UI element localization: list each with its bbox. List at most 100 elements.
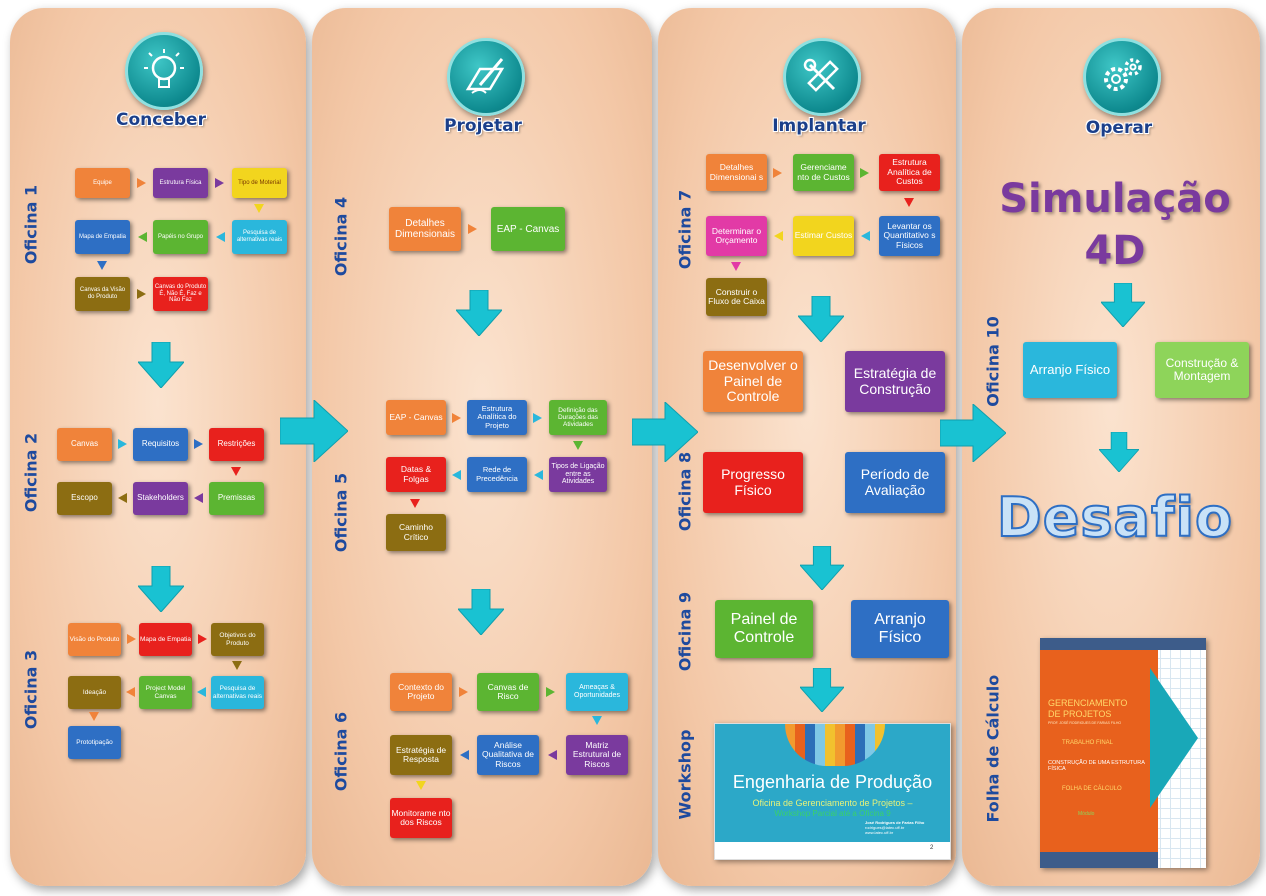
phase-title-conceber: Conceber [116, 110, 206, 130]
o1-equipe: Equipe [75, 168, 130, 198]
o5-estrutura-analitica: Estrutura Analítica do Projeto [467, 400, 527, 435]
doc-orange-panel [1040, 650, 1158, 868]
big-down-arrow [458, 589, 504, 635]
simulacao-title: Simulação [999, 176, 1231, 222]
arrow-right [198, 634, 207, 644]
arrow-right [118, 439, 127, 449]
o1-estrutura-fisica: Estrutura Física [153, 168, 208, 198]
o6-estrategia-resposta: Estratégia de Resposta [390, 735, 452, 775]
arrow-down [731, 262, 741, 271]
o7-determinar-orcamento: Determinar o Orçamento [706, 216, 767, 256]
arrow-down [254, 204, 264, 213]
o7-construir-fluxo-caixa: Construir o Fluxo de Caixa [706, 278, 767, 316]
o6-analise-qualitativa: Análise Qualitativa de Riscos [477, 735, 539, 775]
arrow-down [89, 712, 99, 721]
o9-arranjo-fisico: Arranjo Físico [851, 600, 949, 658]
workshop-label: Workshop [675, 729, 695, 820]
o2-premissas: Premissas [209, 482, 264, 515]
oficina-7-label: Oficina 7 [675, 189, 695, 270]
arrow-right [468, 224, 477, 234]
o6-monitoramento-riscos: Monitorame nto dos Riscos [390, 798, 452, 838]
desafio-title: Desafio [996, 485, 1234, 550]
arrow-down [592, 716, 602, 725]
arrow-right [773, 168, 782, 178]
doc-construcao: CONSTRUÇÃO DE UMA ESTRUTURA FÍSICA [1048, 760, 1145, 772]
oficina-2-label: Oficina 2 [21, 432, 41, 513]
phase-title-projetar: Projetar [444, 116, 522, 136]
o7-gerenciamento-custos: Gerenciame nto de Custos [793, 154, 854, 191]
arrow-left [118, 493, 127, 503]
phase-title-implantar: Implantar [772, 116, 866, 136]
arrow-left [548, 750, 557, 760]
o7-detalhes-dimensionais: Detalhes Dimensionai s [706, 154, 767, 191]
arrow-down [232, 661, 242, 670]
oficina-9-label: Oficina 9 [675, 591, 695, 672]
o4-eap-canvas: EAP - Canvas [491, 207, 565, 251]
big-down-arrow [800, 546, 844, 590]
oficina-3-label: Oficina 3 [21, 649, 41, 730]
arrow-left [460, 750, 469, 760]
doc-folha: FOLHA DE CÁLCULO [1062, 786, 1122, 792]
o6-contexto-projeto: Contexto do Projeto [390, 673, 452, 711]
o1-mapa-empatia: Mapa de Empatia [75, 220, 130, 254]
oficina-10-label: Oficina 10 [983, 316, 1003, 407]
arrow-right [452, 413, 461, 423]
big-right-arrow [940, 404, 1006, 462]
tools-icon [783, 38, 861, 116]
arrow-left [774, 231, 783, 241]
arrow-right [137, 289, 146, 299]
o5-eap-canvas: EAP - Canvas [386, 400, 446, 435]
o2-escopo: Escopo [57, 482, 112, 515]
o3-mapa-empatia: Mapa de Empatia [139, 623, 192, 656]
o3-project-model-canvas: Project Model Canvas [139, 676, 192, 709]
slide-footer [715, 842, 950, 859]
slide-subtitle: Oficina de Gerenciamento de Projetos – [752, 798, 913, 808]
o5-tipos-ligacao: Tipos de Ligação entre as Atividades [549, 457, 607, 492]
o2-requisitos: Requisitos [133, 428, 188, 461]
arrow-right [533, 413, 542, 423]
arrow-right [194, 439, 203, 449]
arrow-left [197, 687, 206, 697]
arrow-down [573, 441, 583, 450]
gears-icon [1083, 38, 1161, 116]
oficina-6-label: Oficina 6 [331, 711, 351, 792]
oficina-5-label: Oficina 5 [331, 472, 351, 553]
simulacao-4d: 4D [1084, 228, 1146, 274]
folha-calculo-label: Folha de Cálculo [983, 674, 1003, 823]
arrow-down [904, 198, 914, 207]
doc-footer-bar [1040, 852, 1158, 868]
big-down-arrow [1101, 283, 1145, 327]
arrow-left [216, 232, 225, 242]
arrow-right [860, 168, 869, 178]
slide-page-number: 2 [930, 845, 934, 851]
o3-ideacao: Ideação [68, 676, 121, 709]
o5-datas-folgas: Datas & Folgas [386, 457, 446, 492]
o2-restricoes: Restrições [209, 428, 264, 461]
o1-canvas-visao: Canvas da Visão do Produto [75, 277, 130, 311]
arrow-right [459, 687, 468, 697]
big-down-arrow [1099, 432, 1139, 472]
o8-desenvolver-painel: Desenvolver o Painel de Controle [703, 351, 803, 412]
o9-painel-controle: Painel de Controle [715, 600, 813, 658]
arrow-down [416, 781, 426, 790]
oficina-1-label: Oficina 1 [21, 184, 41, 265]
o2-canvas: Canvas [57, 428, 112, 461]
doc-teal-wedge [1150, 668, 1198, 808]
o6-ameacas-oportunidades: Ameaças & Oportunidades [566, 673, 628, 711]
arrow-left [194, 493, 203, 503]
phase-title-operar: Operar [1085, 118, 1153, 138]
arrow-left [138, 232, 147, 242]
o8-estrategia-construcao: Estratégia de Construção [845, 351, 945, 412]
o5-rede-precedencia: Rede de Precedência [467, 457, 527, 492]
folha-calculo-document: GERENCIAMENTO DE PROJETOS PROF. JOSÉ ROD… [1040, 638, 1206, 868]
arrow-down [410, 499, 420, 508]
arrow-left [126, 687, 135, 697]
arrow-down [231, 467, 241, 476]
o4-detalhes-dimensionais: Detalhes Dimensionais [389, 207, 461, 251]
oficina-4-label: Oficina 4 [331, 196, 351, 277]
arrow-right [127, 634, 136, 644]
lightbulb-icon [125, 32, 203, 110]
o7-levantar-quantitativos: Levantar os Quantitativo s Físicos [879, 216, 940, 256]
pen-paper-icon [447, 38, 525, 116]
big-down-arrow [456, 290, 502, 336]
